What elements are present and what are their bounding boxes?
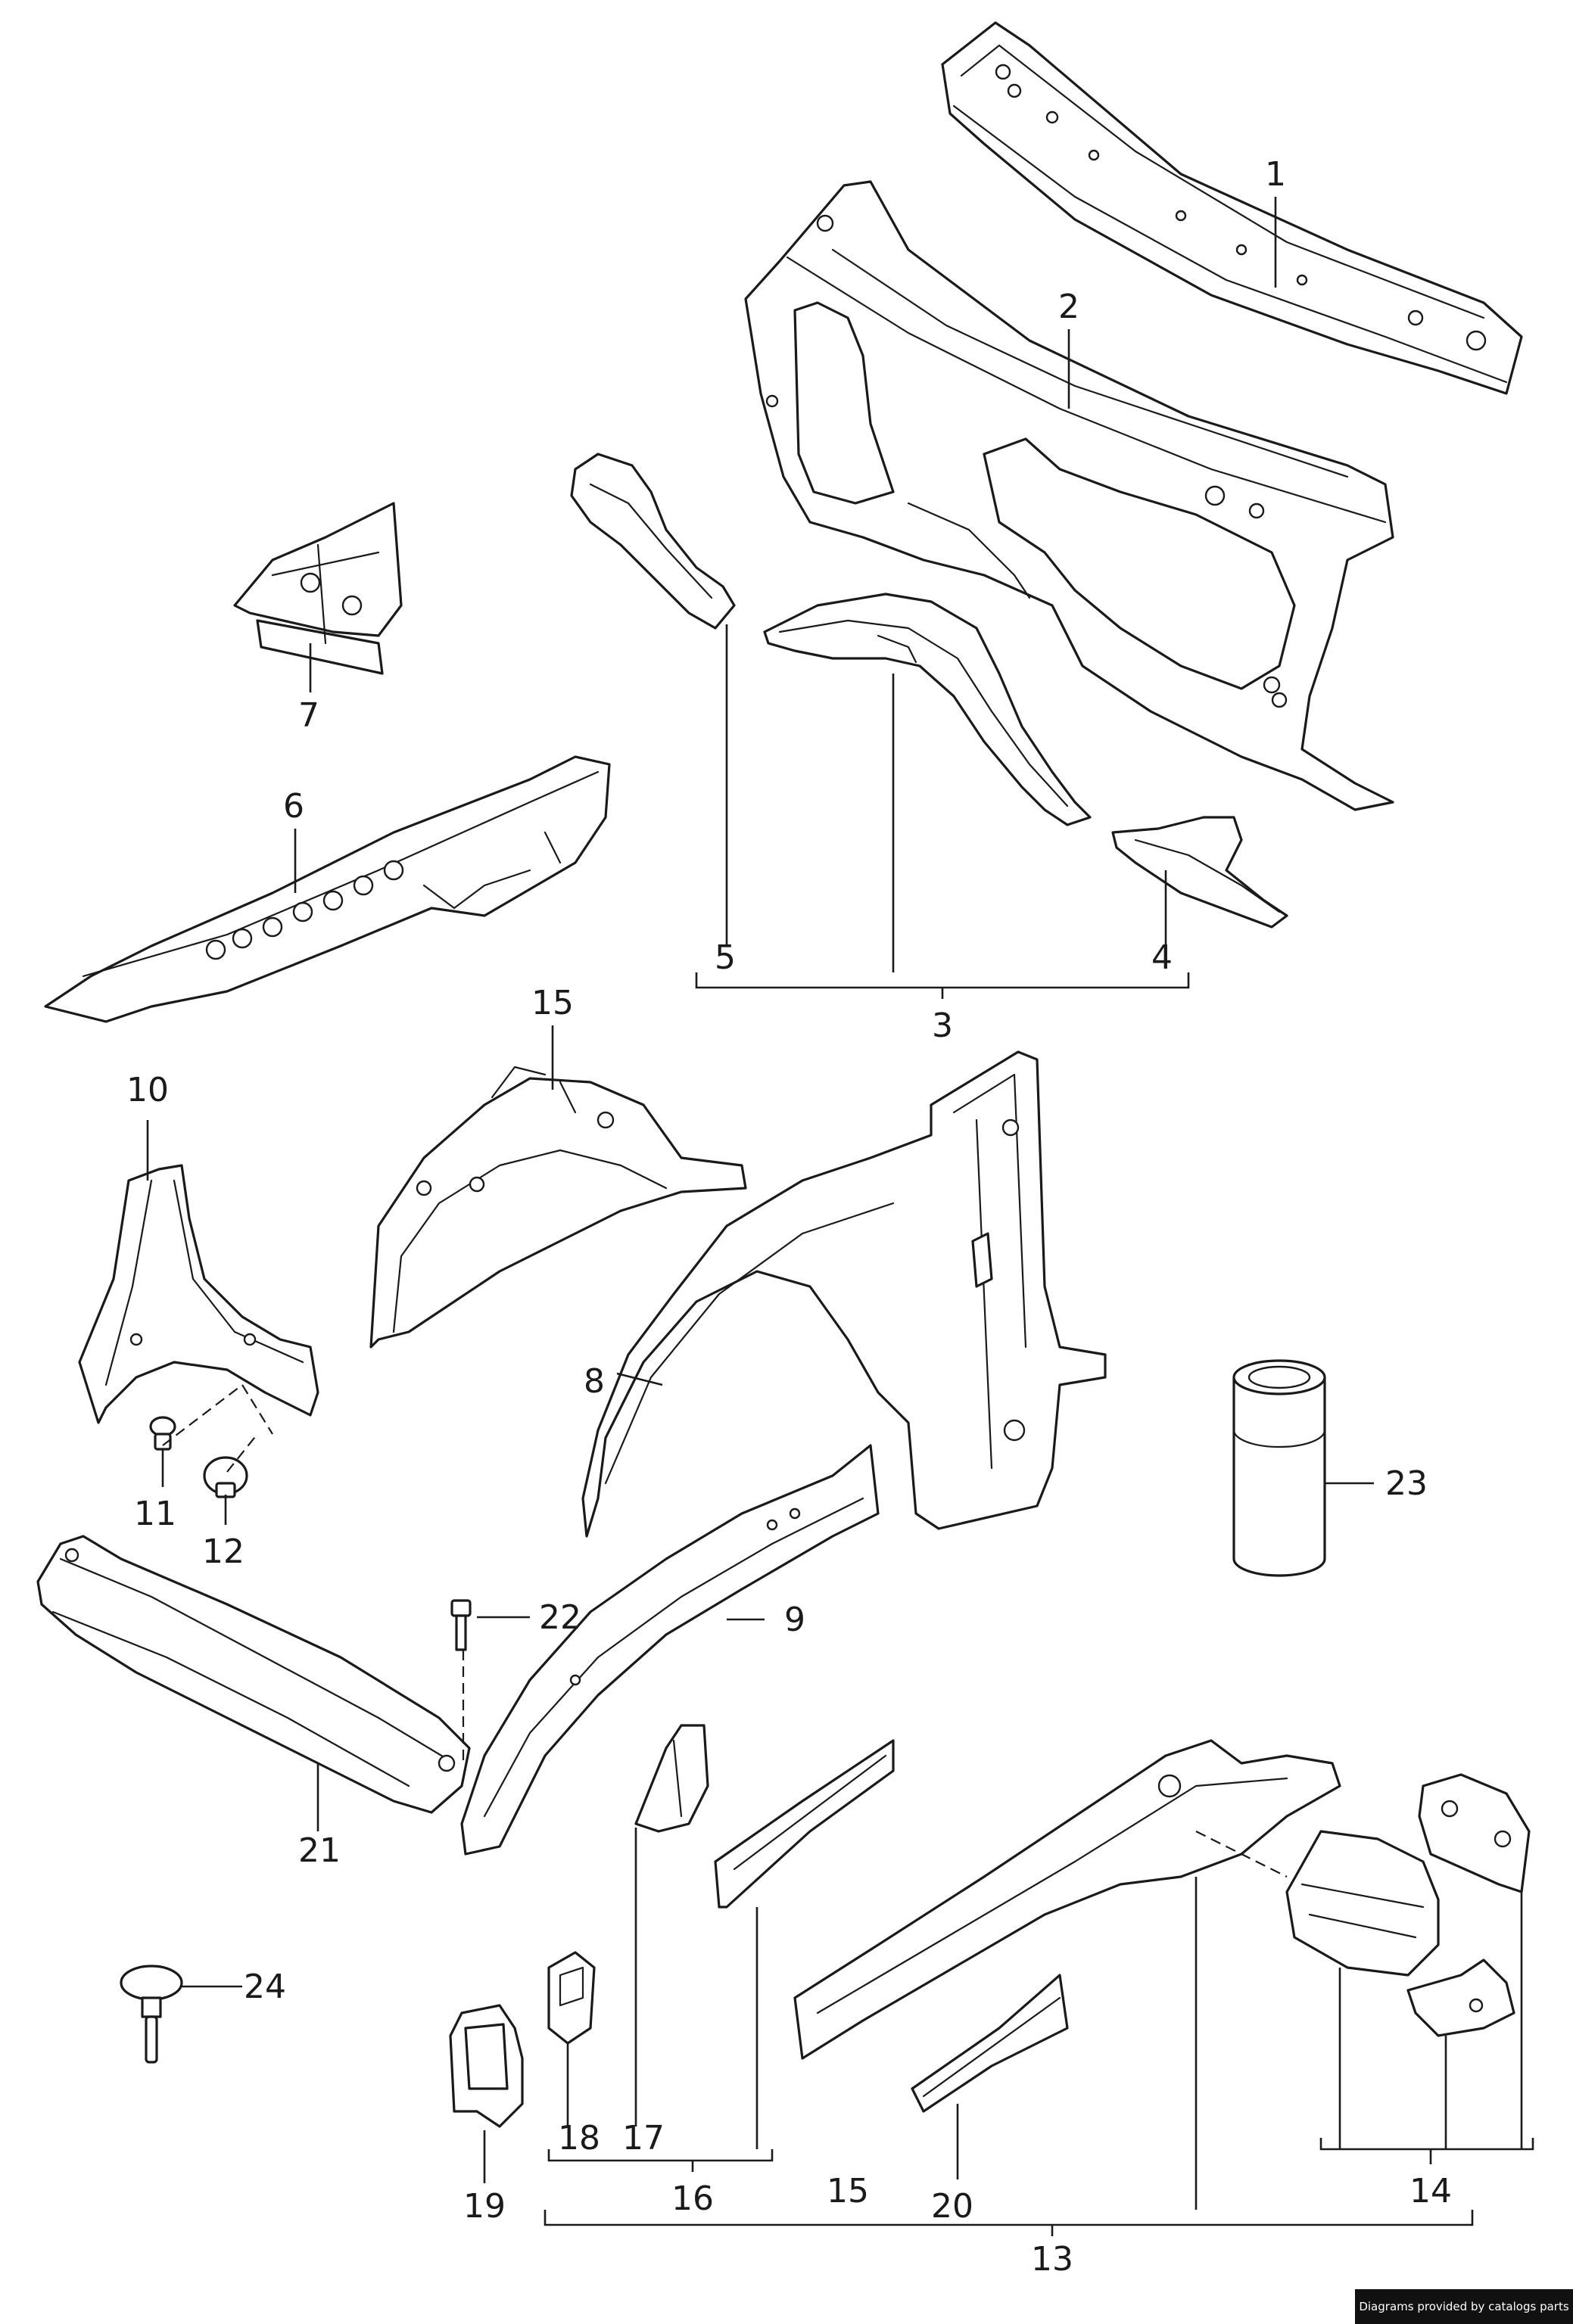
callout-labels: 1 2 3 4 5 6 7 8 9 10 11 12 13 14 15 15 1…	[126, 155, 1452, 2279]
part-22-bolt[interactable]	[450, 1599, 472, 1651]
part-15-main-sill[interactable]	[793, 1739, 1341, 2060]
callout-15-upper: 15	[531, 984, 574, 1022]
callout-22: 22	[539, 1598, 581, 1637]
callout-3: 3	[932, 1006, 953, 1045]
part-1-cowl-panel[interactable]	[941, 21, 1523, 395]
part-5-rail-bracket[interactable]	[570, 453, 736, 630]
callout-21: 21	[298, 1831, 341, 1870]
part-10-pillar-bracket[interactable]	[78, 1164, 319, 1424]
part-17-bracket[interactable]	[634, 1724, 709, 1833]
callout-13: 13	[1031, 2240, 1073, 2279]
callout-15-lower: 15	[827, 2172, 869, 2210]
callout-20: 20	[931, 2187, 973, 2226]
part-2-bulkhead[interactable]	[744, 180, 1394, 811]
callout-6: 6	[283, 787, 304, 826]
callout-18: 18	[558, 2119, 600, 2158]
part-19-mount-bracket[interactable]	[449, 2004, 524, 2128]
callout-23: 23	[1385, 1464, 1428, 1503]
callout-17: 17	[622, 2119, 665, 2158]
callout-1: 1	[1265, 155, 1286, 194]
part-14-bracket-a[interactable]	[1418, 1773, 1531, 1893]
callout-19: 19	[463, 2187, 506, 2226]
callout-14: 14	[1409, 2172, 1452, 2210]
part-12-grommet[interactable]	[203, 1456, 248, 1498]
callout-24: 24	[244, 1968, 286, 2006]
callout-9: 9	[784, 1601, 805, 1639]
callout-12: 12	[202, 1532, 245, 1571]
part-3-main-rail[interactable]	[763, 593, 1092, 826]
callout-16: 16	[671, 2179, 714, 2218]
leader-lines	[146, 197, 1534, 2236]
part-16-sill-rail[interactable]	[714, 1739, 895, 1909]
part-7-gusset[interactable]	[233, 502, 403, 675]
callout-10: 10	[126, 1071, 169, 1109]
part-14-box-member[interactable]	[1285, 1830, 1440, 1977]
part-8-a-pillar[interactable]	[581, 1050, 1107, 1538]
part-9-rocker-upper[interactable]	[460, 1444, 880, 1856]
part-15-wheel-arch[interactable]	[369, 1066, 747, 1349]
credit-footer: Diagrams provided by catalogs parts	[1355, 2289, 1573, 2324]
part-18-clip[interactable]	[547, 1951, 596, 2045]
callout-5: 5	[715, 938, 736, 977]
part-23-spray-can[interactable]	[1232, 1359, 1326, 1577]
callout-2: 2	[1058, 288, 1079, 326]
callout-11: 11	[134, 1495, 176, 1533]
callout-8: 8	[584, 1362, 605, 1401]
part-14-bracket-b[interactable]	[1406, 1958, 1515, 2037]
part-4-bracket[interactable]	[1111, 816, 1288, 929]
callout-7: 7	[298, 696, 319, 735]
part-6-long-rail[interactable]	[44, 755, 611, 1023]
part-20-sill-reinforcement[interactable]	[911, 1974, 1069, 2113]
callout-4: 4	[1151, 938, 1173, 977]
part-24-screw[interactable]	[120, 1965, 183, 2064]
part-21-cross-member[interactable]	[36, 1535, 471, 1814]
